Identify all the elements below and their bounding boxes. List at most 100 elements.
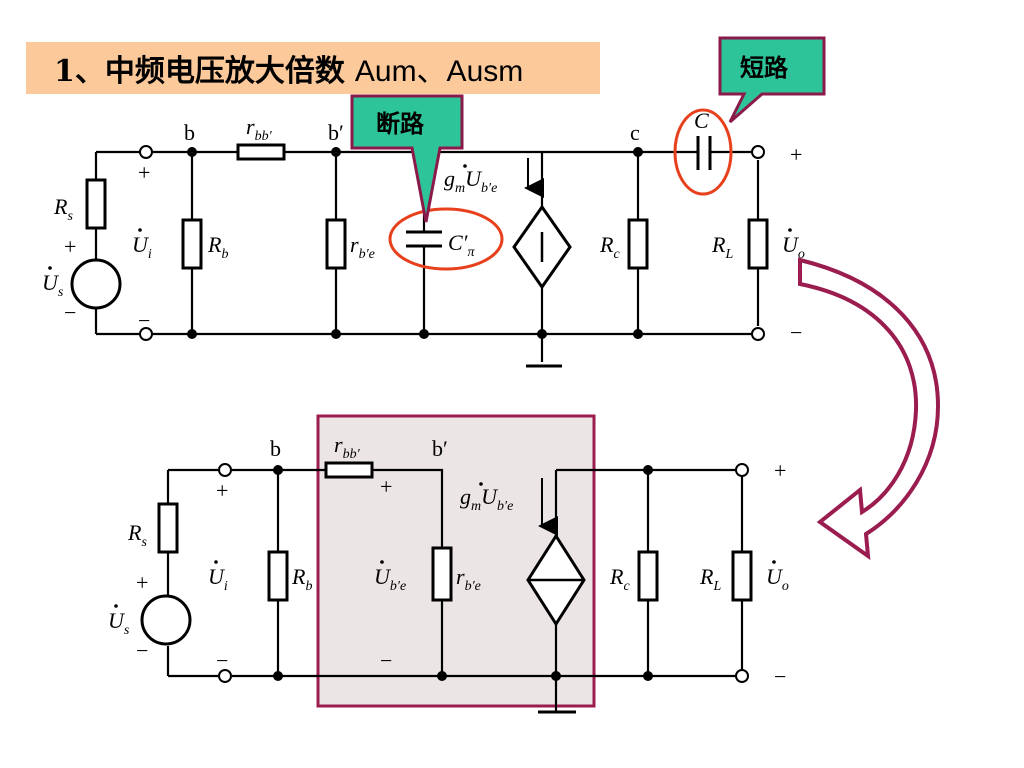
bottom-dot: [273, 671, 283, 681]
top-rs-label: Rs: [53, 194, 73, 224]
bottom-phasor-dot: [214, 560, 218, 564]
top-uo-plus: +: [790, 142, 802, 167]
title-prefix: 1、中频电压放大倍数: [54, 54, 345, 89]
top-gm-label: gmUb′e: [444, 166, 497, 196]
top-phasor-dot: [788, 228, 792, 232]
bottom-circuit: b b′ rbb′ Rs Rb rb′e Ub′e gmUb′e Rc RL U…: [108, 414, 789, 714]
top-us-plus: +: [64, 234, 76, 259]
top-output-terminal: [751, 145, 765, 159]
top-node-bp-label: b′: [328, 120, 344, 145]
bottom-uo-plus: +: [774, 458, 786, 483]
bottom-us-source: [140, 594, 192, 646]
bottom-input-terminal: [218, 463, 232, 477]
bottom-rb-label: Rb: [291, 564, 312, 594]
top-us-label: Us: [42, 270, 64, 300]
bottom-phasor-dot: [114, 604, 118, 608]
top-rb-label: Rb: [207, 232, 228, 262]
top-node-bp-dot: [331, 147, 341, 157]
bottom-us-label: Us: [108, 608, 130, 638]
bottom-rl-label: RL: [699, 564, 721, 594]
top-rl-label: RL: [711, 232, 733, 262]
top-rbb-label: rbb′: [246, 114, 273, 144]
top-cpi-highlight: [388, 207, 504, 271]
bottom-phasor-dot: [380, 560, 384, 564]
callout-short-circuit: 短路: [718, 36, 826, 124]
bottom-dot: [643, 465, 653, 475]
bottom-ube-minus: −: [380, 648, 392, 673]
bottom-rbb-label: rbb′: [334, 432, 361, 462]
top-ui-plus: +: [138, 160, 150, 185]
bottom-input-terminal: [218, 669, 232, 683]
bottom-dot: [273, 465, 283, 475]
bottom-us-plus: +: [136, 570, 148, 595]
bottom-output-terminal: [735, 463, 749, 477]
bottom-ui-plus: +: [216, 478, 228, 503]
bottom-ube-plus: +: [380, 474, 392, 499]
bottom-uo-label: Uo: [766, 564, 789, 594]
bottom-dot: [551, 671, 561, 681]
bottom-rc-resistor: [637, 550, 659, 602]
top-dot: [419, 329, 429, 339]
bottom-uo-minus: −: [774, 664, 786, 689]
bottom-output-terminal: [735, 669, 749, 683]
title-bar: 1、中频电压放大倍数 Aum、Ausm: [26, 42, 600, 94]
top-ui-minus: −: [138, 308, 150, 333]
top-dot: [187, 329, 197, 339]
top-rb-resistor: [181, 218, 203, 270]
bottom-rbb-resistor: [324, 461, 374, 479]
bottom-ui-label: Ui: [208, 564, 228, 594]
top-rbe-label: rb′e: [350, 232, 375, 262]
top-input-terminal: [139, 327, 153, 341]
bottom-phasor-dot: [479, 482, 483, 486]
bottom-ui-minus: −: [216, 648, 228, 673]
bottom-us-minus: −: [136, 638, 148, 663]
top-dot: [331, 329, 341, 339]
top-node-b-label: b: [184, 120, 195, 145]
bottom-rbe-resistor: [431, 546, 453, 602]
curved-arrow: [798, 257, 941, 561]
callout-open-circuit-text: 断路: [376, 110, 425, 138]
top-c-label: C: [694, 108, 709, 133]
top-uo-minus: −: [790, 320, 802, 345]
top-circuit: b b′ c Rs Rb rbb′ rb′e C′π gmUb′e Rc RL …: [42, 108, 805, 368]
bottom-ube-label: Ub′e: [374, 564, 406, 594]
bottom-rbe-label: rb′e: [456, 564, 481, 594]
top-cpi-label: C′π: [448, 230, 476, 260]
top-dot: [633, 329, 643, 339]
top-rc-resistor: [627, 218, 649, 270]
top-c-capacitor: [696, 136, 712, 170]
top-rc-label: Rc: [599, 232, 620, 262]
top-cpi-capacitor: [406, 230, 442, 248]
top-input-terminal: [139, 145, 153, 159]
top-output-terminal: [751, 327, 765, 341]
top-uo-label: Uo: [782, 232, 805, 262]
top-us-minus: −: [64, 300, 76, 325]
top-rl-resistor: [747, 218, 769, 270]
callout-short-circuit-text: 短路: [740, 54, 789, 82]
top-phasor-dot: [138, 228, 142, 232]
top-c-highlight: [673, 108, 733, 196]
top-dot: [537, 329, 547, 339]
bottom-node-bp-label: b′: [432, 436, 448, 461]
top-rs-resistor: [85, 178, 107, 230]
bottom-dot: [437, 671, 447, 681]
top-node-c-label: c: [630, 120, 640, 145]
top-node-b-dot: [187, 147, 197, 157]
top-phasor-dot: [48, 266, 52, 270]
top-us-source: [70, 258, 122, 310]
bottom-dot: [643, 671, 653, 681]
title-suffix: Aum、Ausm: [354, 55, 524, 88]
bottom-node-b-label: b: [270, 436, 281, 461]
bottom-rs-resistor: [157, 502, 179, 554]
bottom-rb-resistor: [267, 550, 289, 602]
bottom-gm-label: gmUb′e: [460, 484, 513, 514]
top-node-c-dot: [633, 147, 643, 157]
bottom-phasor-dot: [772, 560, 776, 564]
top-phasor-dot: [463, 164, 467, 168]
bottom-rs-label: Rs: [127, 520, 147, 550]
bottom-rc-label: Rc: [609, 564, 630, 594]
callout-open-circuit: 断路: [350, 94, 464, 223]
top-rbe-resistor: [325, 218, 347, 270]
top-rbb-resistor: [236, 143, 286, 161]
